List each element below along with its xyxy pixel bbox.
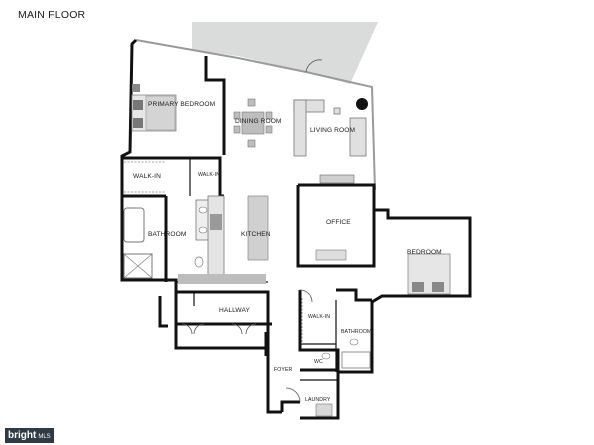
hall-bathtub <box>341 351 371 369</box>
laundry-machines <box>315 403 333 417</box>
kitchen-island <box>247 195 269 261</box>
bathtub <box>123 207 145 243</box>
room-label-office: OFFICE <box>326 219 351 226</box>
walls <box>120 38 472 420</box>
room-label-living-room: LIVING ROOM <box>310 127 356 134</box>
floor-title: MAIN FLOOR <box>18 9 86 21</box>
nightstand <box>132 84 140 92</box>
kitchen-base <box>178 274 266 284</box>
room-label-kitchen: KITCHEN <box>241 231 271 238</box>
room-label-walk-in-small: WALK-IN <box>198 172 221 178</box>
toilet <box>194 256 204 268</box>
room-label-foyer: FOYER <box>274 367 293 373</box>
column-round <box>356 98 368 110</box>
room-label-dining-room: DINING ROOM <box>235 118 282 125</box>
dining-table <box>233 98 273 148</box>
room-label-walk-in: WALK-IN <box>133 173 161 180</box>
tv-console <box>319 174 355 184</box>
brand-name: bright <box>8 430 37 441</box>
kitchen-counter <box>207 195 225 281</box>
doors <box>181 59 323 403</box>
balcony <box>192 22 378 84</box>
sofa <box>293 99 367 157</box>
closet-shelving <box>124 161 303 344</box>
brand-suffix: MLS <box>38 434 51 440</box>
room-label-bathroom: BATHROOM <box>148 231 187 238</box>
room-label-walk-in-hall: WALK-IN <box>308 314 331 320</box>
bed-secondary <box>407 253 451 295</box>
room-label-bathroom-hall: BATHROOM <box>341 329 372 335</box>
bed-primary <box>131 94 177 132</box>
room-label-hallway: HALLWAY <box>219 307 250 314</box>
room-label-bedroom: BEDROOM <box>407 249 442 256</box>
room-label-laundry: LAUNDRY <box>305 397 331 403</box>
stove <box>210 214 222 230</box>
room-label-wc: WC <box>314 359 323 365</box>
room-label-primary-bedroom: PRIMARY BEDROOM <box>148 101 216 108</box>
office-desk <box>315 249 347 261</box>
